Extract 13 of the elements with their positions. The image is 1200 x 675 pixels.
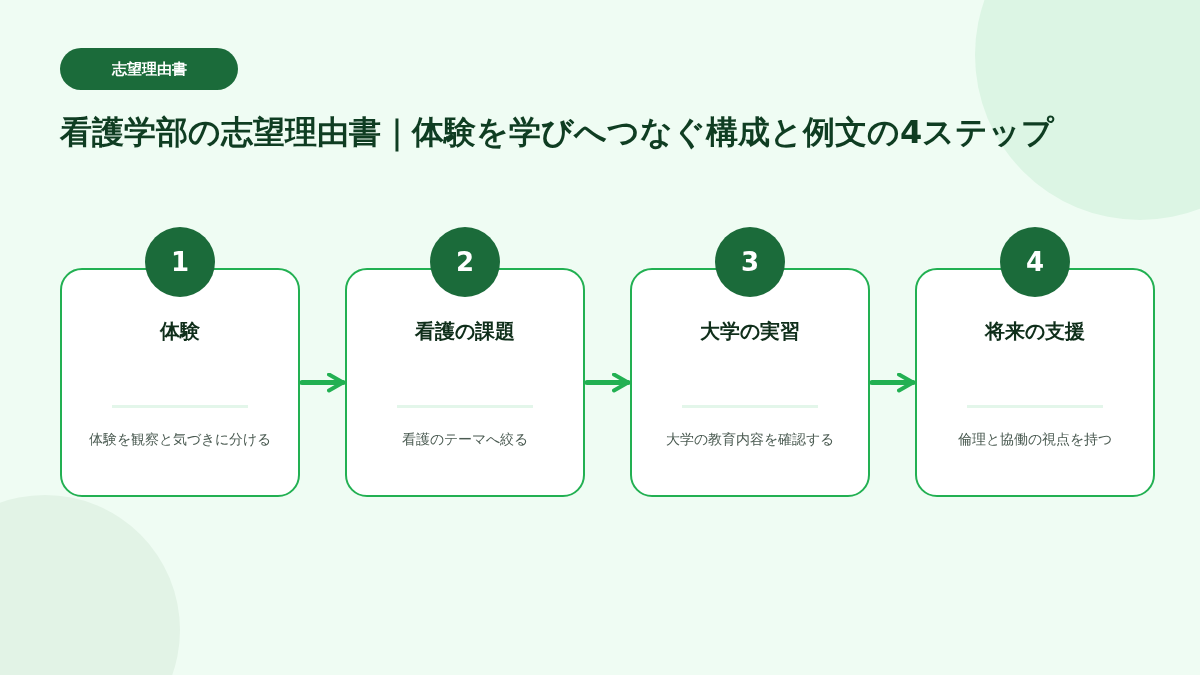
- arrow: [584, 372, 631, 393]
- step-heading: 体験: [159, 318, 201, 345]
- step-heading: 将来の支援: [983, 318, 1086, 345]
- step-description: 看護のテーマへ絞る: [401, 430, 529, 449]
- arrow: [299, 372, 346, 393]
- step-description: 大学の教育内容を確認する: [665, 430, 835, 449]
- page-title: 看護学部の志望理由書｜体験を学びへつなぐ構成と例文の4ステップ: [60, 112, 1055, 154]
- step-description: 倫理と協働の視点を持つ: [957, 430, 1113, 449]
- arrow: [869, 372, 916, 393]
- category-badge: 志望理由書: [60, 48, 238, 90]
- step-description: 体験を観察と気づきに分ける: [88, 430, 272, 449]
- step-heading: 看護の課題: [414, 318, 516, 345]
- step-heading: 大学の実習: [699, 318, 801, 345]
